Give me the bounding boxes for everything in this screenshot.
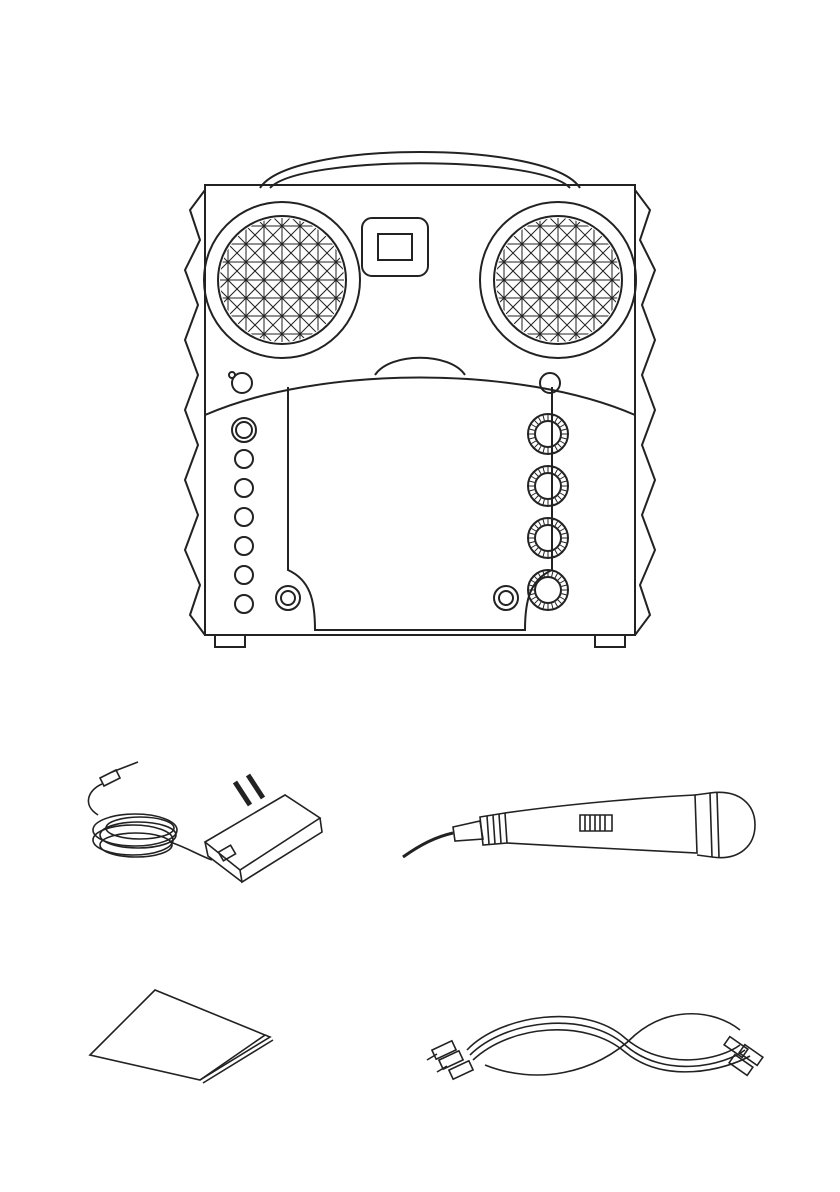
manual-page xyxy=(90,990,265,1080)
volume-knob xyxy=(528,570,568,610)
display-frame xyxy=(362,218,428,276)
av-cable-illustration xyxy=(425,990,770,1090)
control-button xyxy=(235,450,253,468)
mic-jack-right xyxy=(494,586,518,610)
control-button xyxy=(235,537,253,555)
rca-plug-left-1 xyxy=(439,1051,463,1069)
control-button xyxy=(235,595,253,613)
speaker-right xyxy=(416,202,670,358)
power-adapter-illustration xyxy=(70,760,330,890)
volume-knob xyxy=(528,518,568,558)
rca-plug-right-1 xyxy=(739,1045,763,1066)
microphone-illustration xyxy=(395,785,765,875)
display-screen xyxy=(378,234,412,260)
right-side-panel xyxy=(635,190,655,635)
left-side-panel xyxy=(185,190,205,635)
mic-jack-left xyxy=(276,586,300,610)
control-button xyxy=(235,508,253,526)
panel-divider xyxy=(205,378,635,416)
control-button xyxy=(235,566,253,584)
mic-handle xyxy=(505,795,697,853)
cable-strand-1 xyxy=(470,1023,745,1066)
mic-cable xyxy=(403,833,453,857)
control-button-inner xyxy=(236,422,252,438)
control-button xyxy=(235,479,253,497)
instruction-manual-illustration xyxy=(85,985,275,1085)
rca-plug-right-2 xyxy=(729,1055,753,1076)
karaoke-machine-illustration xyxy=(170,130,670,650)
volume-knob xyxy=(528,414,568,454)
rca-plug-left-3 xyxy=(432,1041,456,1059)
rca-plug-left-2 xyxy=(449,1061,473,1079)
handle xyxy=(260,152,580,188)
speaker-left xyxy=(170,202,424,358)
machine-body xyxy=(205,185,635,635)
volume-knob xyxy=(528,466,568,506)
